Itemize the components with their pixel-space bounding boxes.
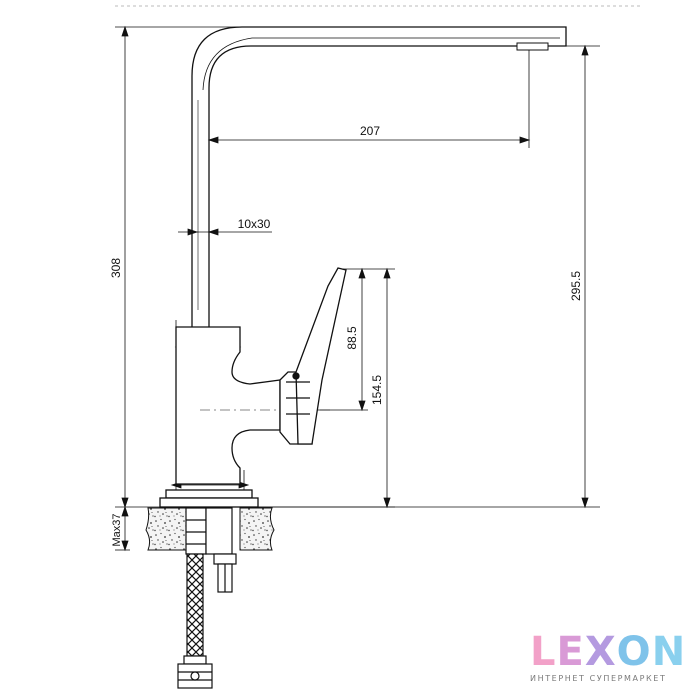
- logo-letter-e: E: [556, 629, 585, 675]
- dim-10x30-label: 10x30: [238, 217, 271, 231]
- logo-tagline: ИНТЕРНЕТ СУПЕРМАРКЕТ: [530, 674, 667, 683]
- logo-letter-x: X: [584, 629, 617, 675]
- mounting-hardware: [185, 507, 237, 593]
- mixer-handle: [279, 267, 347, 445]
- dim-207-label: 207: [360, 124, 380, 138]
- dim-885-label: 88.5: [345, 326, 359, 350]
- lexon-logo: L E X O N ИНТЕРНЕТ СУПЕРМАРКЕТ: [530, 630, 690, 690]
- dim-2955-label: 295.5: [569, 271, 583, 301]
- faucet-spout: [191, 26, 567, 327]
- dim-1545-label: 154.5: [370, 375, 384, 405]
- dim-max37-label: Max37: [111, 513, 123, 546]
- logo-letter-o-power-icon: O: [616, 629, 652, 675]
- braided-hose: [177, 553, 213, 689]
- dim-308-label: 308: [109, 258, 123, 278]
- countertop: [145, 507, 275, 551]
- logo-letter-n: N: [651, 629, 687, 675]
- dimension-lines: [121, 25, 589, 552]
- logo-wordmark: L E X O N: [530, 630, 690, 674]
- faucet-body: [175, 326, 281, 485]
- faucet-base-flange: [159, 489, 259, 508]
- logo-letter-l: L: [530, 629, 557, 675]
